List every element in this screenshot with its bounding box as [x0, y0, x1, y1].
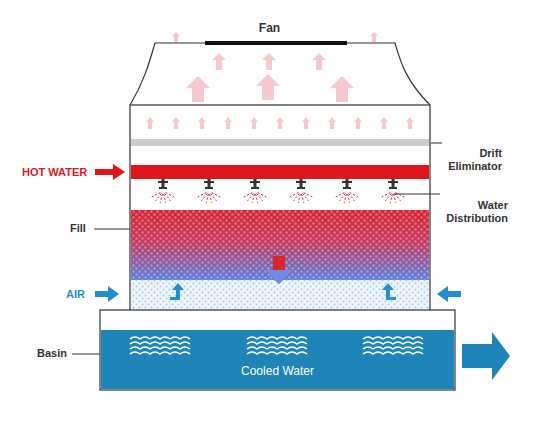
spray	[212, 193, 221, 198]
drift-eliminator	[131, 139, 429, 146]
rising-air-arrow	[276, 117, 284, 129]
wave-line	[247, 342, 307, 344]
spray	[382, 193, 391, 198]
rising-air-arrow	[328, 117, 336, 129]
spray	[210, 194, 212, 203]
rising-air-arrow	[380, 117, 388, 129]
hot-water-pipe	[131, 165, 429, 179]
part-label: Fan	[0, 22, 539, 35]
spray	[206, 194, 208, 203]
spray	[336, 193, 345, 198]
spray	[298, 194, 300, 203]
wave-line	[130, 352, 190, 354]
air-inlet-zone	[131, 280, 429, 310]
leader-line	[394, 194, 440, 195]
nozzle-bar	[296, 181, 306, 183]
leader-line	[431, 143, 442, 144]
fan-blade	[205, 41, 347, 45]
nozzle-head	[205, 187, 213, 189]
fan-hood	[130, 43, 430, 105]
nozzle-bar	[388, 181, 398, 183]
basin-water	[101, 330, 454, 389]
air-inlet-texture	[131, 280, 429, 310]
spray	[202, 193, 208, 200]
spray-nozzles	[152, 179, 405, 203]
wave-line	[363, 347, 423, 349]
nozzle-head	[389, 187, 397, 189]
water-waves	[130, 337, 423, 354]
spray	[386, 193, 392, 200]
air-in-arrow	[95, 286, 119, 302]
spray	[304, 193, 313, 198]
nozzle-head	[159, 187, 167, 189]
rising-air-arrow	[250, 117, 258, 129]
nozzle-head	[297, 187, 305, 189]
water-flow-arrowhead	[265, 270, 293, 284]
nozzle-head	[343, 187, 351, 189]
rising-air-arrow	[354, 117, 362, 129]
part-label: Drift Eliminator	[440, 147, 502, 173]
wave-line	[363, 342, 423, 344]
spray	[344, 194, 346, 203]
spray	[248, 193, 254, 200]
spray	[164, 194, 166, 203]
nozzle-bar	[250, 181, 260, 183]
spray	[258, 193, 267, 198]
air-in-arrow	[437, 286, 461, 302]
wave-line	[247, 347, 307, 349]
air-turn-arrow	[170, 297, 178, 300]
water-flow-arrow	[265, 256, 293, 284]
spray	[244, 193, 253, 198]
spray	[302, 194, 304, 203]
spray	[166, 193, 175, 198]
part-label: Cooled Water	[101, 365, 454, 378]
part-label: HOT WATER	[22, 166, 87, 179]
spray	[198, 193, 207, 198]
nozzle-bar	[204, 181, 214, 183]
wave-line	[363, 352, 423, 354]
wave-line	[130, 347, 190, 349]
cooled-water-outflow-arrow	[462, 332, 510, 380]
leader-line	[72, 354, 100, 355]
spray	[256, 194, 258, 203]
spray	[350, 193, 359, 198]
rising-air-arrows	[146, 117, 414, 129]
part-label: Fill	[70, 222, 86, 235]
basin-outline	[100, 310, 455, 390]
part-label: AIR	[66, 288, 85, 301]
hot-water-arrow	[95, 164, 125, 180]
part-label: Basin	[37, 347, 67, 360]
spray	[340, 193, 346, 200]
wave-line	[247, 337, 307, 339]
nozzle-bar	[342, 181, 352, 183]
spray	[156, 193, 162, 200]
leader-line	[94, 229, 130, 230]
spray	[394, 194, 396, 203]
part-label: Water Distribution	[432, 199, 508, 225]
tower-casing	[130, 105, 430, 310]
rising-air-arrow	[224, 117, 232, 129]
spray	[152, 193, 161, 198]
spray	[294, 193, 300, 200]
wave-line	[247, 352, 307, 354]
nozzle-head	[251, 187, 259, 189]
spray	[290, 193, 299, 198]
air-turn-arrow	[386, 297, 396, 300]
nozzle-bar	[158, 181, 168, 183]
rising-air-arrow	[406, 117, 414, 129]
spray	[252, 194, 254, 203]
wave-line	[130, 337, 190, 339]
spray	[396, 193, 405, 198]
spray	[348, 194, 350, 203]
exhaust-arrows	[172, 32, 378, 102]
spray	[390, 194, 392, 203]
rising-air-arrow	[198, 117, 206, 129]
spray	[160, 194, 162, 203]
wave-line	[130, 342, 190, 344]
rising-air-arrow	[172, 117, 180, 129]
wave-line	[363, 337, 423, 339]
rising-air-arrow	[146, 117, 154, 129]
rising-air-arrow	[302, 117, 310, 129]
